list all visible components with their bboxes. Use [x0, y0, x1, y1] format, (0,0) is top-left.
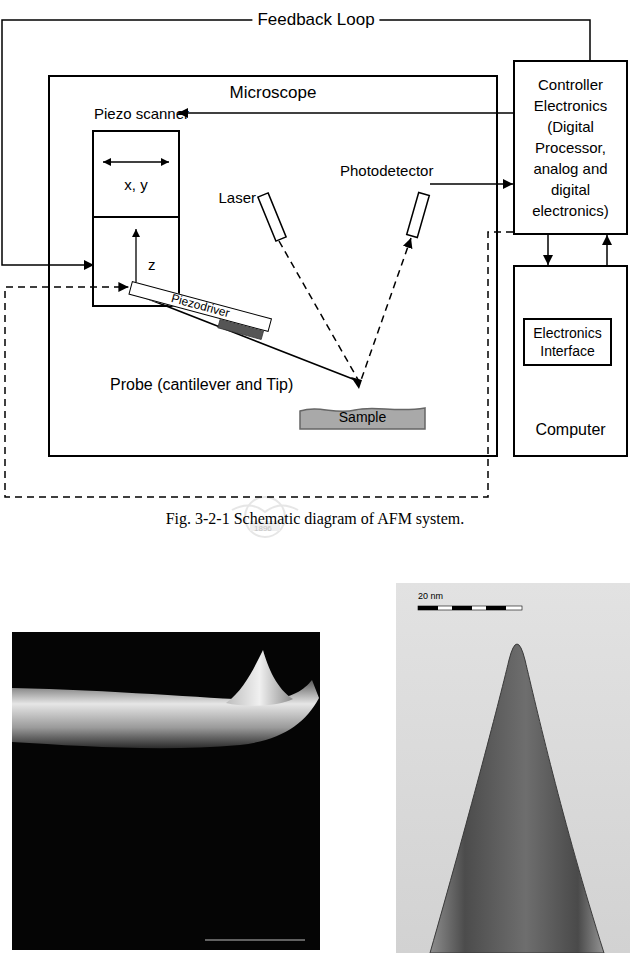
node-label: Sample [300, 409, 425, 425]
axis-label: z [148, 256, 156, 273]
sem-scale-bar [205, 940, 305, 941]
probe-tip [351, 377, 362, 389]
tem-image [396, 583, 630, 953]
axis-label: x, y [94, 176, 178, 193]
probe-label: Probe (cantilever and Tip) [110, 376, 293, 394]
laser-body [258, 193, 286, 241]
node-heading: Laser [218, 189, 258, 206]
signal-arrow [430, 183, 513, 185]
laser-beam [279, 238, 411, 383]
data-arrow [606, 235, 608, 265]
controller-box: Controller Electronics (Digital Processo… [513, 60, 628, 235]
photodetector-body [407, 193, 430, 238]
laser: Laser [258, 193, 286, 241]
laser-body [258, 193, 286, 241]
photodetector-body [404, 192, 430, 238]
computer-box: Computer Electronics Interface [513, 265, 628, 457]
node-label: Controller Electronics (Digital Processo… [521, 74, 620, 221]
node-label: Computer [515, 421, 626, 439]
interface-box: Electronics Interface [523, 318, 612, 366]
node-heading: Photodetector [340, 162, 433, 179]
tem-scale-segment [486, 606, 506, 610]
figure-caption: Fig. 3-2-1 Schematic diagram of AFM syst… [0, 510, 630, 528]
node-label: Electronics Interface [525, 324, 610, 360]
microscope-box: MicroscopePiezo scanner x, y z Laser Photode… [48, 75, 498, 457]
sample-shape [300, 408, 425, 429]
feedback-loop [2, 20, 590, 265]
sem-image [12, 632, 320, 950]
control-arrow [178, 112, 513, 114]
edge-label: Feedback Loop [252, 10, 379, 30]
tem-scale-bar [418, 606, 522, 610]
node-heading: Piezo scanner [94, 105, 189, 122]
scale-bar-label: 20 nm [418, 591, 443, 601]
sem-tip [226, 650, 293, 706]
tem-scale-segment [452, 606, 472, 610]
xy-motion-arrow [103, 161, 169, 162]
xy-stage: x, y [94, 132, 178, 218]
node-heading: Microscope [50, 83, 496, 103]
tem-scale-segment [418, 606, 438, 610]
piezo-scanner: Piezo scannerx, yz [92, 130, 180, 307]
drive-line [5, 232, 513, 497]
sample: Sample [300, 405, 425, 429]
data-arrow [547, 235, 549, 265]
photodetector: Photodetector [404, 192, 430, 238]
tem-tip [430, 644, 604, 953]
